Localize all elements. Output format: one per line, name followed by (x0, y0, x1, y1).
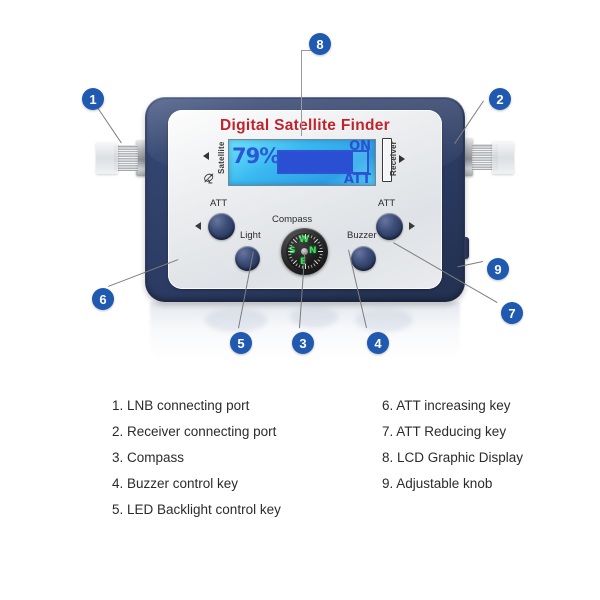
arrow-left-icon (203, 152, 209, 160)
compass-dial: W S E N (286, 233, 323, 270)
callout-5: 5 (230, 332, 252, 354)
compass-tick (312, 263, 316, 267)
compass-tick (317, 251, 323, 252)
receiver-side-marker: Receiver (380, 138, 406, 186)
page-title: Digital Satellite Finder (220, 117, 390, 134)
compass: W S E N (281, 228, 328, 275)
compass-tick (310, 235, 313, 239)
legend: 1. LNB connecting port 2. Receiver conne… (0, 393, 600, 523)
compass-tick (307, 234, 309, 238)
port-icon (382, 138, 392, 182)
satellite-label: Satellite (217, 141, 226, 174)
compass-tick (304, 234, 306, 239)
callout-2: 2 (489, 88, 511, 110)
att-right-label: ATT (378, 198, 396, 209)
leader-line-8-into-lcd (301, 98, 302, 136)
reflection-blob (205, 308, 267, 332)
connector-cap (96, 142, 118, 174)
lcd-graphic-display: 79% ON ATT (228, 139, 376, 186)
att-reducing-key[interactable] (376, 213, 403, 240)
callout-6: 6 (92, 288, 114, 310)
list-item: 7. ATT Reducing key (382, 424, 507, 439)
compass-tick (310, 264, 313, 268)
compass-tick (288, 256, 292, 259)
led-backlight-control-key[interactable] (235, 246, 260, 271)
att-increasing-key[interactable] (208, 213, 235, 240)
compass-direction-n: N (309, 246, 317, 256)
legend-column-right: 6. ATT increasing key 7. ATT Reducing ke… (382, 393, 582, 523)
reflection-blob (290, 306, 338, 328)
lcd-on-indicator: ON (349, 139, 371, 154)
att-left-label: ATT (210, 198, 228, 209)
compass-tick (316, 259, 320, 262)
leader-line-8-horizontal (301, 50, 315, 51)
list-item: 8. LCD Graphic Display (382, 450, 524, 465)
leader-line-8-vertical (301, 50, 302, 98)
arrow-right-icon (399, 155, 405, 163)
satellite-finder-device: Digital Satellite Finder 79% ON ATT Sate… (145, 97, 465, 302)
compass-tick (290, 259, 294, 262)
compass-tick (294, 263, 298, 267)
receiver-label: Receiver (389, 141, 398, 176)
lcd-percent-value: 79% (232, 144, 280, 168)
compass-tick (294, 236, 298, 240)
satellite-dish-icon (204, 173, 214, 184)
list-item: 2. Receiver connecting port (112, 424, 277, 439)
lcd-signal-bar-fill (279, 152, 353, 172)
lcd-signal-bar (277, 150, 369, 174)
buzzer-control-key[interactable] (351, 246, 376, 271)
list-item: 5. LED Backlight control key (112, 502, 281, 517)
compass-tick (318, 244, 322, 247)
callout-3: 3 (292, 332, 314, 354)
compass-tick (307, 265, 309, 269)
satellite-side-marker: Satellite (202, 140, 226, 186)
device-face-panel: Digital Satellite Finder 79% ON ATT Sate… (168, 110, 442, 289)
callout-7: 7 (501, 302, 523, 324)
compass-tick (301, 234, 303, 238)
compass-pivot (301, 248, 308, 255)
compass-tick (297, 264, 300, 268)
compass-direction-w: W (299, 235, 309, 245)
list-item: 9. Adjustable knob (382, 476, 493, 491)
callout-9: 9 (487, 258, 509, 280)
list-item: 4. Buzzer control key (112, 476, 239, 491)
lnb-connecting-port[interactable] (96, 138, 152, 178)
callout-1: 1 (82, 88, 104, 110)
compass-tick (304, 264, 306, 269)
list-item: 1. LNB connecting port (112, 398, 250, 413)
compass-tick (318, 256, 322, 259)
list-item: 6. ATT increasing key (382, 398, 511, 413)
callout-4: 4 (367, 332, 389, 354)
connector-thread (114, 145, 138, 171)
compass-tick (312, 236, 316, 240)
list-item: 3. Compass (112, 450, 185, 465)
compass-tick (287, 251, 293, 252)
light-button-label: Light (240, 230, 261, 241)
compass-tick (319, 253, 323, 256)
lcd-att-indicator: ATT (343, 172, 371, 186)
callout-8: 8 (309, 33, 331, 55)
arrow-right-icon (409, 222, 415, 230)
compass-tick (290, 241, 294, 244)
buzzer-button-label: Buzzer (347, 230, 377, 241)
arrow-left-icon (195, 222, 201, 230)
connector-cap (492, 141, 514, 174)
compass-tick (316, 241, 320, 244)
legend-column-left: 1. LNB connecting port 2. Receiver conne… (112, 393, 382, 523)
compass-tick (319, 247, 323, 250)
compass-label: Compass (272, 214, 313, 225)
